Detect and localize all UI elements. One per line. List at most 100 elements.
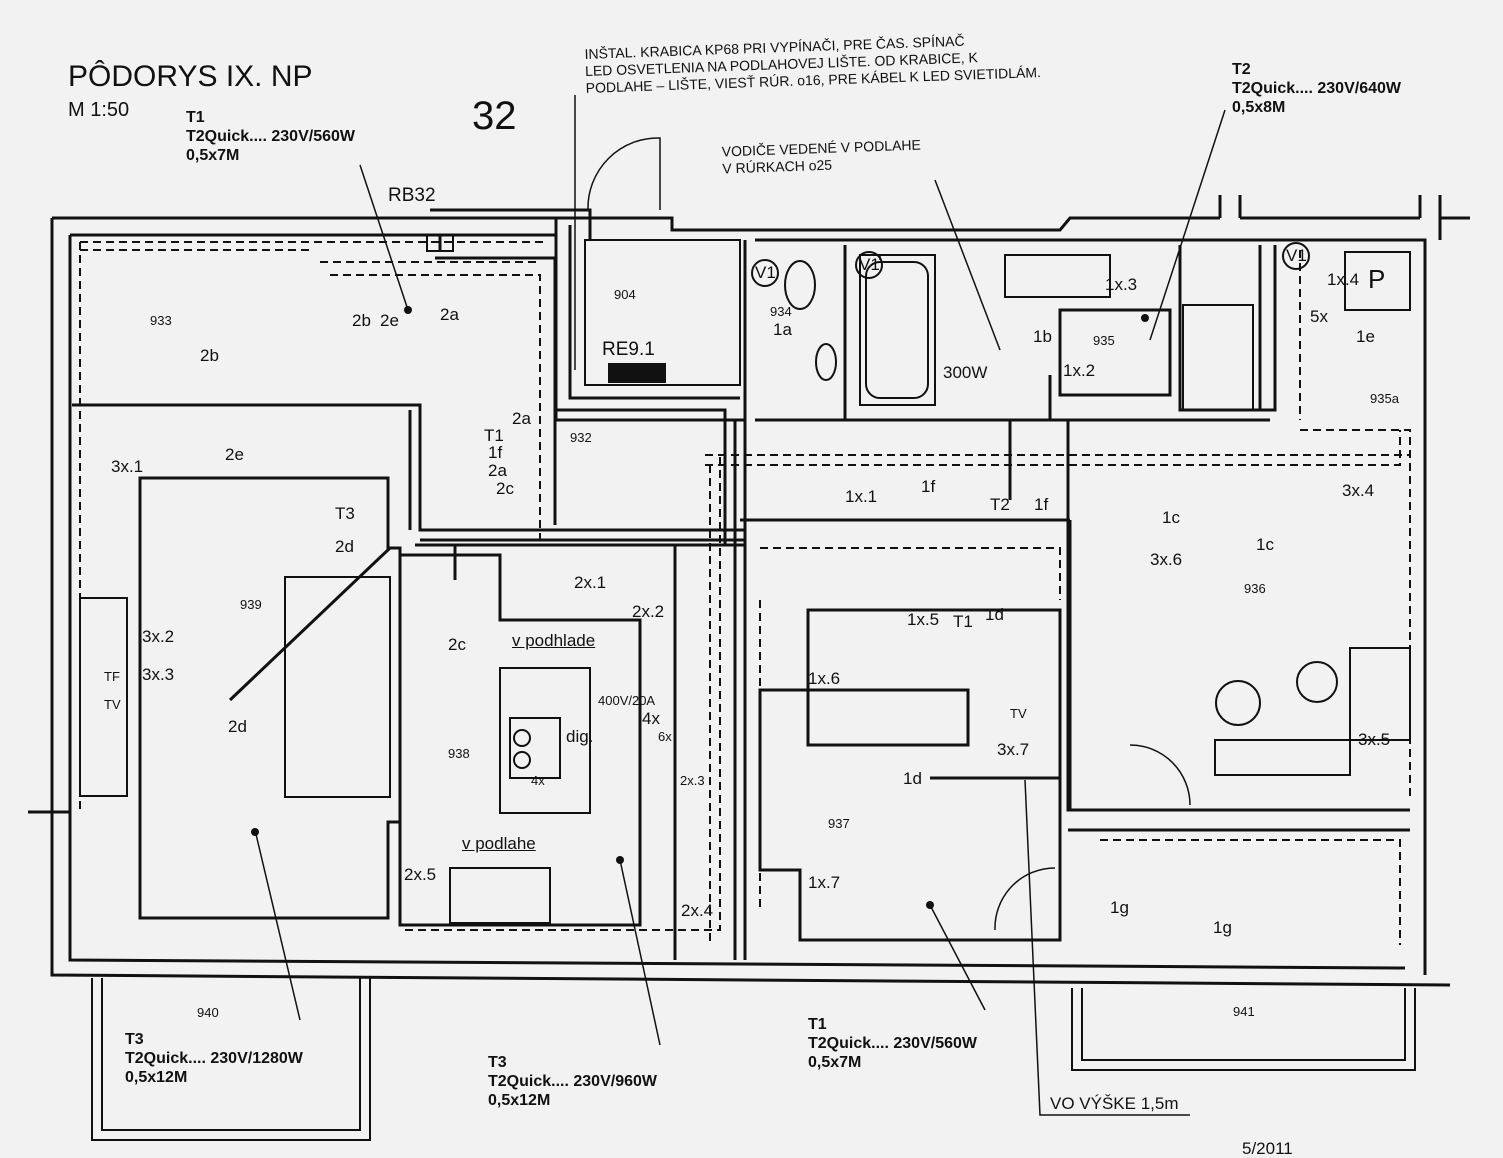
symbol-label: 1x.1 (845, 487, 878, 506)
symbol-label: 1f (921, 477, 936, 496)
heating-code: T3 (488, 1054, 507, 1071)
symbol-label: T3 (335, 504, 355, 523)
symbol-label: 400V/20A (598, 693, 656, 708)
heating-type: T2Quick.... (1232, 80, 1313, 98)
heating-code: T1 (808, 1016, 827, 1033)
heating-type: T2Quick.... (186, 128, 267, 146)
re91-label: RE9.1 (602, 339, 655, 360)
symbol-label: 2e (225, 445, 244, 464)
zone-dot (404, 306, 412, 314)
symbol-label: TV (1010, 706, 1027, 721)
symbol-label: 2b (352, 311, 371, 330)
symbol-label: T1 (484, 426, 504, 445)
symbol-label: 1g (1213, 918, 1232, 937)
room-940: 940 (197, 1005, 219, 1020)
heating-code: T1 (186, 109, 205, 126)
symbol-label: 2a (488, 461, 507, 480)
outer-wall (52, 216, 1470, 232)
symbol-label: 3x.7 (997, 740, 1030, 759)
symbol-label: 3x.5 (1358, 730, 1391, 749)
room-939: 939 (240, 597, 262, 612)
heating-type: T2Quick.... (808, 1035, 889, 1053)
v1-circle (855, 251, 883, 279)
v1-circle (1282, 242, 1310, 270)
sink (815, 343, 837, 381)
rb32-box (426, 234, 454, 252)
inner-wall (1066, 420, 1410, 832)
heating-size: 0,5x12M (125, 1069, 188, 1087)
heating-zone-936 (1214, 647, 1411, 776)
symbol-label: 2b (200, 346, 219, 365)
outer-wall (28, 218, 1451, 987)
room-936: 936 (1244, 581, 1266, 596)
boiler-label: 300W (943, 363, 988, 382)
room-933: 933 (150, 313, 172, 328)
room-937: 937 (828, 816, 850, 831)
heating-label-t1-bottom: T1 T2Quick.... 230V/560W 0,5x7M (808, 1015, 977, 1073)
symbol-label: 2e (380, 311, 399, 330)
heating-size: 0,5x7M (808, 1054, 862, 1072)
symbol-label: 1c (1256, 535, 1274, 554)
heating-zone-935 (1058, 308, 1172, 397)
symbol-label: 3x.4 (1342, 481, 1375, 500)
room-904: 904 (614, 287, 636, 302)
heating-label-t1-top: T1 T2Quick.... 230V/560W 0,5x7M (186, 108, 355, 166)
pump-label: P (1368, 264, 1386, 294)
toilet (784, 260, 816, 310)
symbol-label: 2d (335, 537, 354, 556)
inner-wall (733, 240, 747, 960)
heating-type: T2Quick.... (488, 1073, 569, 1091)
heating-label-t3-mid: T3 T2Quick.... 230V/960W 0,5x12M (488, 1053, 657, 1111)
date-label: 5/2011 (1242, 1139, 1293, 1158)
symbol-label: v podhlade (512, 631, 596, 650)
height-note: VO VÝŠKE 1,5m (1050, 1094, 1179, 1113)
symbol-label: T1 (953, 612, 973, 631)
outer-wall (1218, 195, 1442, 240)
symbol-label: 1x.2 (1063, 361, 1096, 380)
heating-power: 230V/640W (1317, 80, 1401, 98)
symbol-label: 1d (903, 769, 922, 788)
symbol-label: 2d (228, 717, 247, 736)
heating-size: 0,5x12M (488, 1092, 551, 1110)
apartment-number: 32 (472, 94, 517, 138)
heating-power: 230V/1280W (210, 1050, 303, 1068)
heating-zone-937 (758, 608, 1062, 942)
heating-power: 230V/560W (271, 128, 355, 146)
symbol-label: 2x.1 (574, 573, 607, 592)
scale-label: M 1:50 (68, 99, 130, 121)
symbol-label: 1f (488, 443, 503, 462)
bathtub-inner (865, 261, 929, 399)
symbol-label: 3x.3 (142, 665, 175, 684)
symbol-label: V1 (755, 263, 776, 282)
heating-zone-939 (138, 476, 402, 920)
room-932: 932 (570, 430, 592, 445)
outer-wall (70, 233, 1427, 975)
symbol-label: v podlahe (462, 834, 536, 853)
bathtub (859, 254, 936, 406)
symbol-label: 1g (1110, 898, 1129, 917)
symbol-label: 4x (642, 709, 660, 728)
symbol-label: 1x.3 (1105, 275, 1138, 294)
symbol-label: 5x (1310, 307, 1328, 326)
rb32-label: RB32 (388, 185, 436, 206)
heating-code: T2 (1232, 61, 1251, 78)
symbol-label: TV (104, 697, 121, 712)
symbol-label: V1 (1286, 246, 1307, 265)
symbol-label: 1x.6 (808, 669, 841, 688)
zone-dot (616, 856, 624, 864)
symbol-label: dig. (566, 727, 594, 746)
symbol-label: 1c (1162, 508, 1180, 527)
room-934: 934 (770, 304, 792, 319)
page-title: PÔDORYS IX. NP (68, 60, 313, 93)
heating-label-t2: T2 T2Quick.... 230V/640W 0,5x8M (1232, 60, 1401, 118)
room-941: 941 (1233, 1004, 1255, 1019)
heating-power: 230V/960W (573, 1073, 657, 1091)
symbol-label: 1d (985, 605, 1004, 624)
symbol-label: 2x.2 (632, 602, 665, 621)
zone-dot (251, 828, 259, 836)
symbol-label: 2x.3 (680, 773, 705, 788)
heating-zone-938 (398, 553, 642, 927)
symbol-label: T2 (990, 495, 1010, 514)
v1-circle (751, 259, 779, 287)
symbol-label: 2x.4 (681, 901, 714, 920)
